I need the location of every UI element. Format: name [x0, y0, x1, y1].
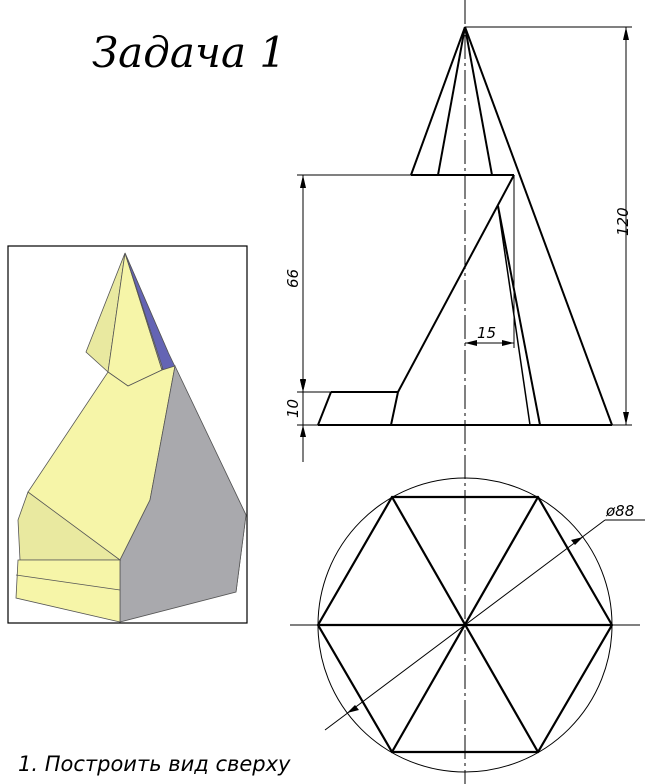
base-step-front — [15, 559, 121, 623]
dim-15-label: 15 — [477, 324, 496, 342]
diameter-arrow-start — [347, 705, 359, 713]
cut-slant-line — [397, 174, 515, 393]
dim-10-arrow-bottom — [300, 425, 306, 437]
dim-66-label: 66 — [284, 269, 302, 288]
dim-120-arrow-bottom — [623, 412, 629, 425]
diameter-label: ø88 — [605, 502, 634, 520]
cut-edge-inner-1 — [497, 205, 541, 426]
task-title: Задача 1 — [92, 28, 287, 77]
base-step-left-edge — [317, 391, 332, 426]
cone-edge-right — [464, 26, 613, 426]
dim-120-label: 120 — [614, 207, 632, 236]
isometric-view — [7, 245, 248, 624]
dim-10-label: 10 — [284, 399, 302, 418]
dim-15-arrow-left — [465, 340, 477, 346]
diameter-leader — [324, 519, 606, 731]
dim-15-arrow-right — [502, 340, 514, 346]
base-step-edge — [15, 574, 121, 591]
dim-10-arrow-top — [300, 380, 306, 392]
dim-66-arrow-top — [300, 175, 306, 188]
base-step-right-edge — [390, 391, 399, 426]
cone-edge-inner-right — [464, 26, 493, 176]
task-caption: 1. Построить вид сверху — [18, 752, 291, 776]
front-view — [297, 0, 632, 784]
diameter-arrow-end — [571, 537, 583, 545]
dim-120-arrow-top — [623, 27, 629, 40]
cone-edge-inner-left — [437, 26, 466, 176]
top-view — [290, 477, 645, 773]
cone-edge-left — [410, 26, 466, 176]
